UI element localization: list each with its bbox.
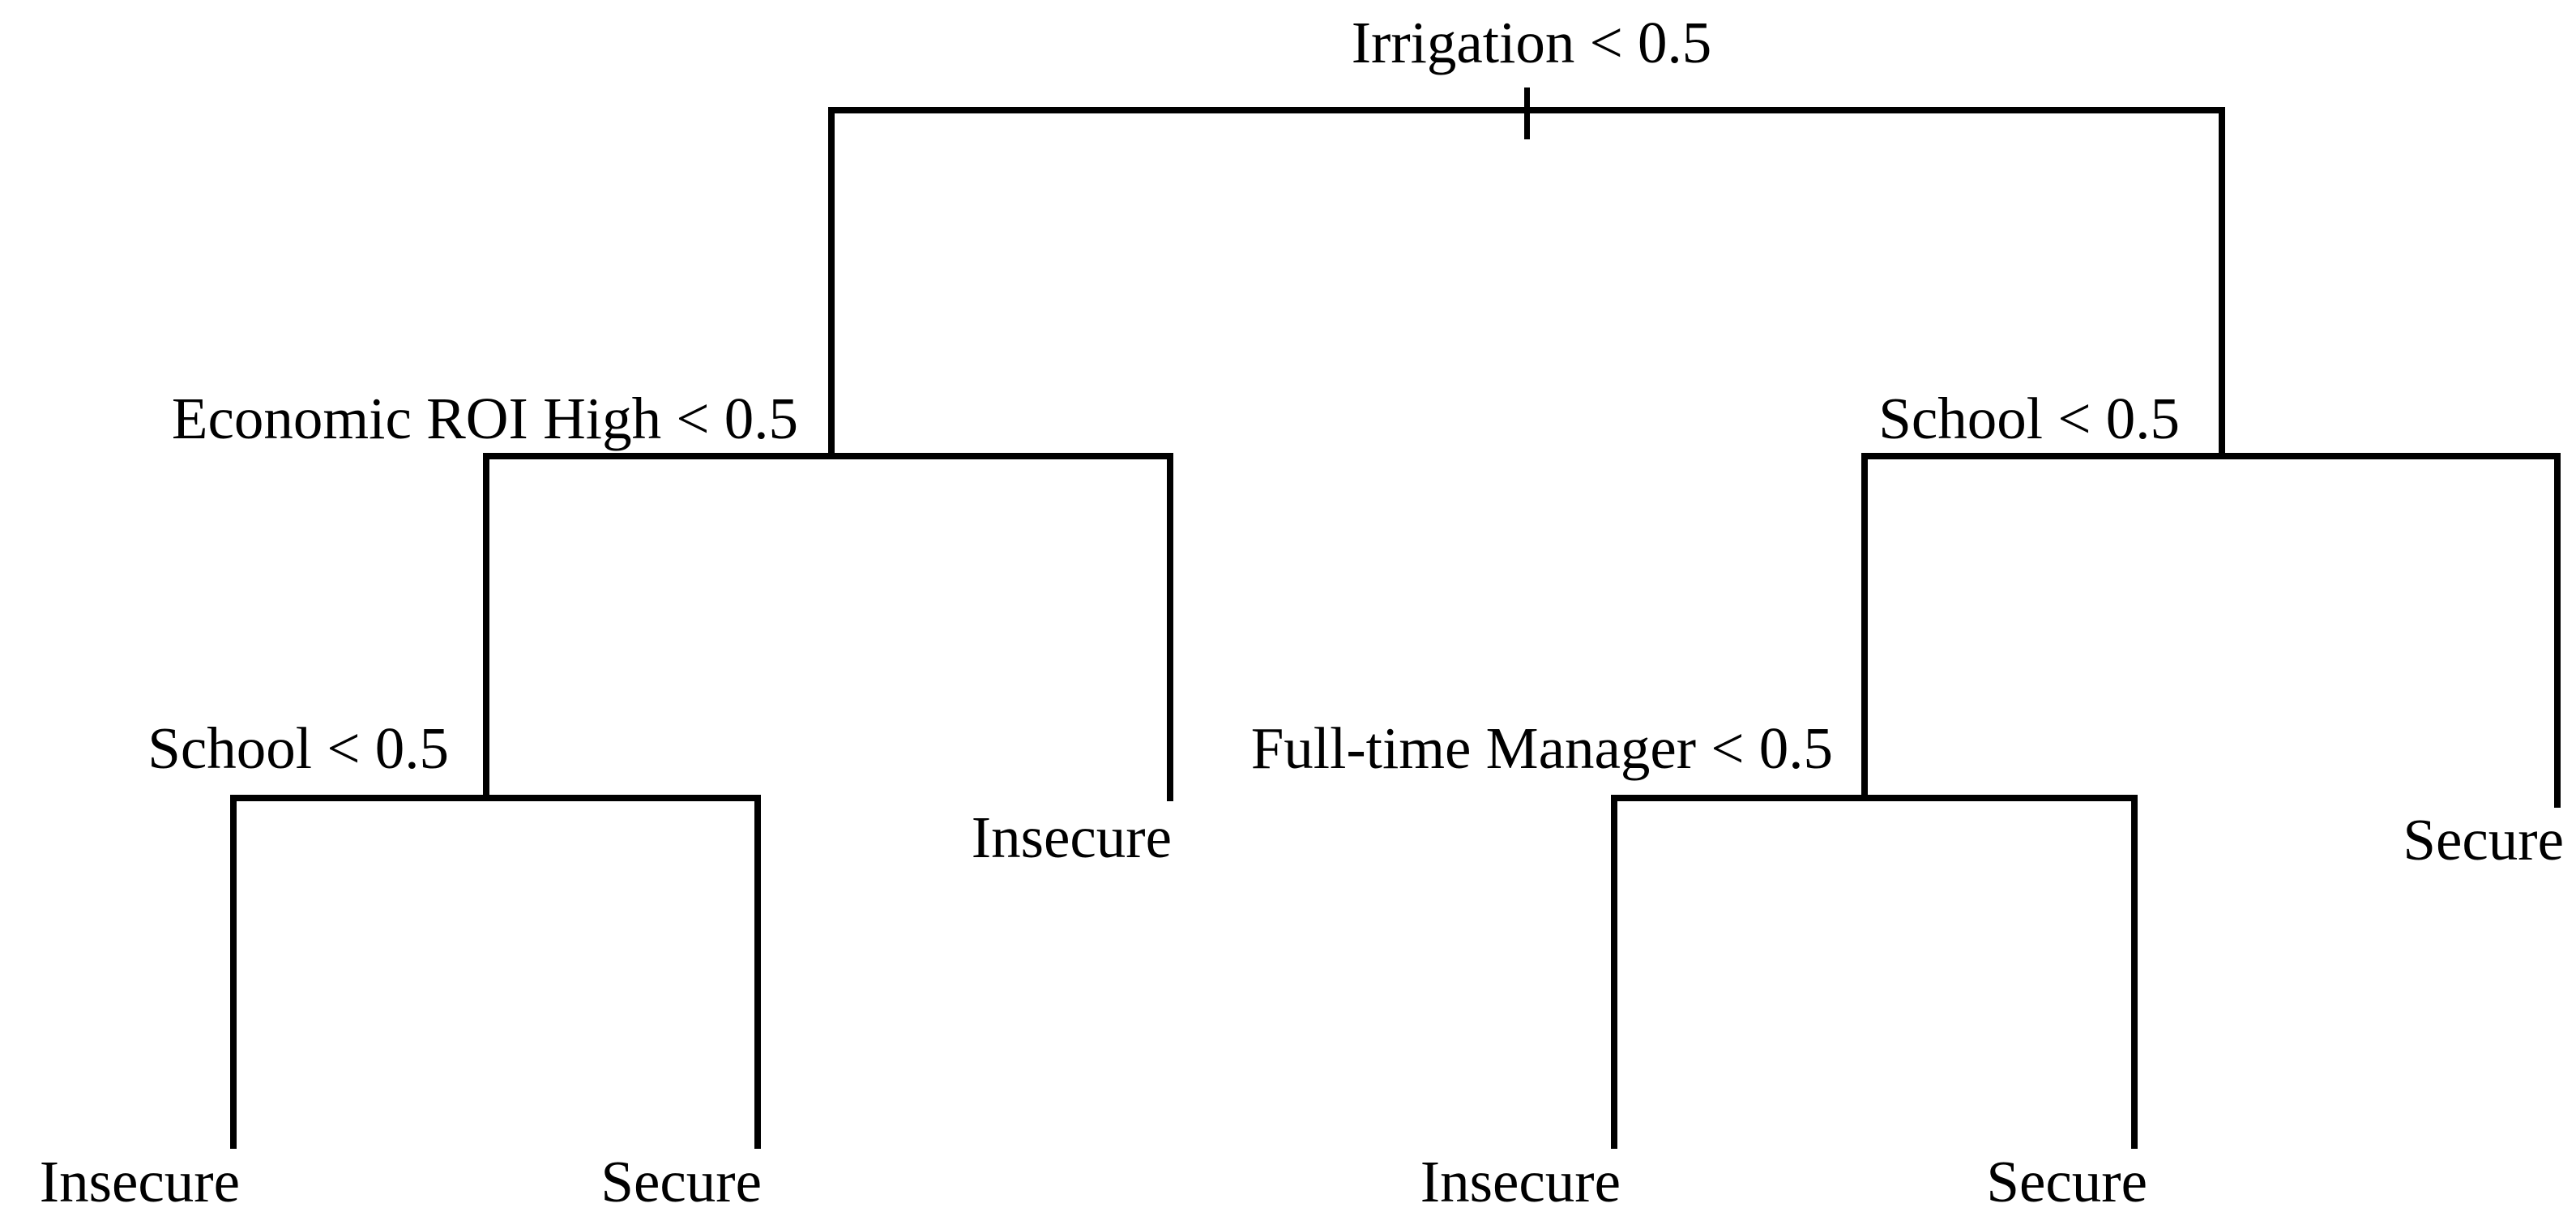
leaf-label-secure-school-left-right: Secure — [600, 1149, 762, 1214]
node-label-economic-roi-high: Economic ROI High < 0.5 — [171, 386, 798, 451]
leaf-label-insecure-school-left-left: Insecure — [39, 1149, 240, 1214]
edge-school-right-horizontal — [1861, 453, 2561, 459]
leaf-label-insecure-economic-right: Insecure — [971, 804, 1172, 870]
edge-school-left-horizontal — [230, 795, 761, 801]
edge-economic-right-vertical — [1167, 453, 1173, 801]
edge-economic-horizontal — [483, 453, 1173, 459]
edge-school-right-left-vertical — [1861, 453, 1868, 801]
node-label-full-time-manager: Full-time Manager < 0.5 — [1250, 715, 1833, 781]
edge-manager-right-vertical — [2131, 795, 2138, 1149]
edge-root-left-vertical — [828, 107, 835, 459]
node-label-school-left: School < 0.5 — [147, 715, 449, 781]
edge-school-left-left-vertical — [230, 795, 237, 1149]
edge-manager-left-vertical — [1611, 795, 1617, 1149]
root-split-tick — [1524, 87, 1530, 139]
edge-school-left-right-vertical — [754, 795, 761, 1149]
node-label-school-right: School < 0.5 — [1878, 386, 2180, 451]
node-label-irrigation: Irrigation < 0.5 — [1351, 10, 1712, 75]
leaf-label-insecure-manager-left: Insecure — [1420, 1149, 1621, 1214]
edge-school-right-right-vertical — [2554, 453, 2561, 808]
edge-manager-horizontal — [1611, 795, 2138, 801]
edge-root-right-vertical — [2219, 107, 2225, 459]
leaf-label-secure-manager-right: Secure — [1986, 1149, 2147, 1214]
leaf-label-secure-school-right: Secure — [2403, 807, 2564, 873]
edge-economic-left-vertical — [483, 453, 489, 801]
